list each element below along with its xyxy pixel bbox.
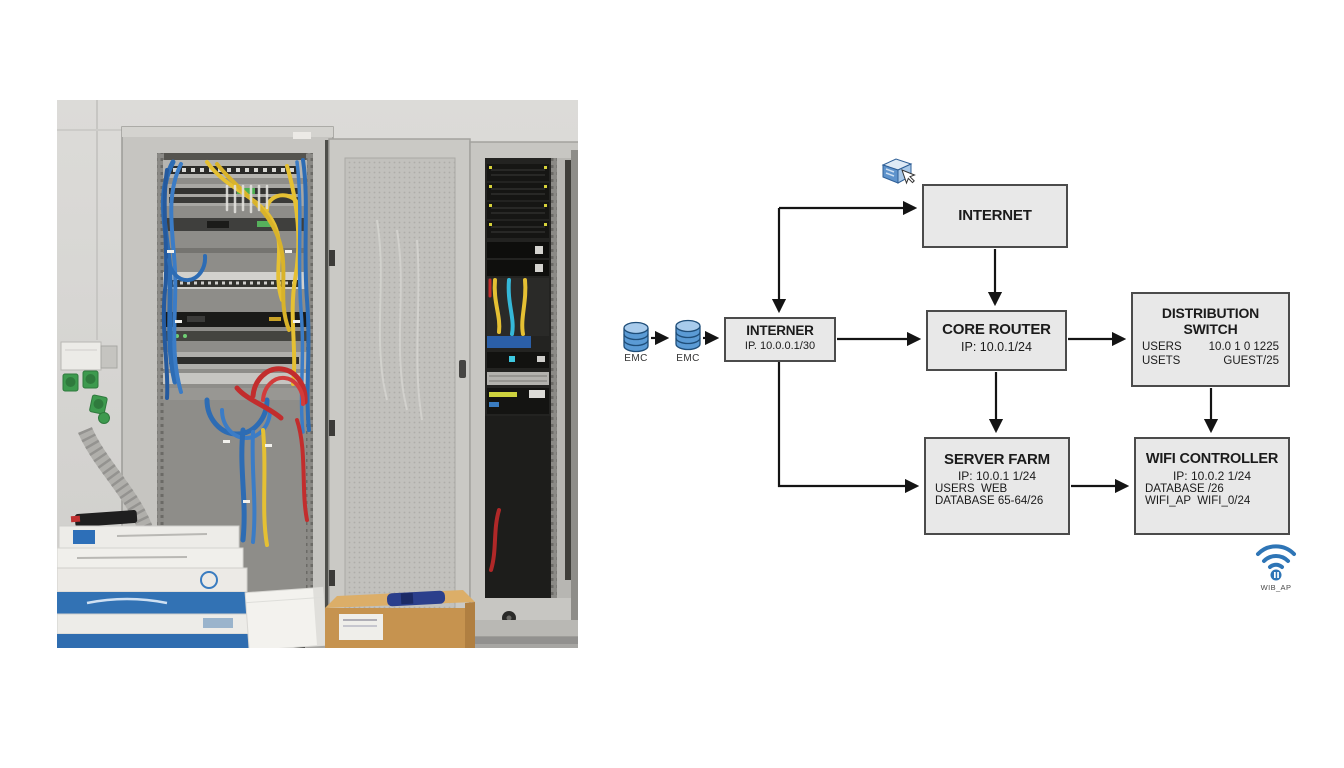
node-core-router-ip: IP: 10.0.1/24 bbox=[961, 340, 1032, 355]
node-internet: INTERNET bbox=[922, 184, 1068, 248]
dist-switch-row1: USERS 10.0 1 0 1225 bbox=[1133, 341, 1288, 353]
node-internet-title: INTERNET bbox=[958, 207, 1032, 225]
servers bbox=[487, 164, 549, 276]
node-interner-title: INTERNER bbox=[746, 323, 814, 338]
rack-room-photo bbox=[57, 100, 578, 648]
node-distribution-switch-title: DISTRIBUTION SWITCH bbox=[1161, 305, 1260, 338]
emc1-label: EMC bbox=[624, 353, 648, 364]
node-interner-ip: IP. 10.0.0.1/30 bbox=[744, 339, 816, 352]
emc2-label: EMC bbox=[676, 353, 700, 364]
wifi-controller-row2: WIFI_AP WIFI_0/24 bbox=[1145, 494, 1251, 507]
stacked-boxes bbox=[57, 510, 250, 648]
cardboard-box bbox=[325, 590, 475, 648]
dist-switch-row2-label: USETS bbox=[1142, 355, 1181, 368]
dist-switch-row1-label: USERS bbox=[1142, 341, 1182, 354]
right-cabinet-cables bbox=[488, 278, 528, 336]
right-cabinet bbox=[469, 141, 578, 637]
mesh-door bbox=[325, 138, 471, 638]
rack-equipment bbox=[163, 160, 307, 400]
node-server-farm-ip: IP: 10.0.1 1/24 bbox=[957, 469, 1037, 484]
rack-photo-art bbox=[57, 100, 578, 648]
node-wifi-controller-ip: IP: 10.0.2 1/24 bbox=[1172, 468, 1252, 483]
node-core-router: CORE ROUTER IP: 10.0.1/24 bbox=[926, 310, 1067, 371]
wall-outlets bbox=[60, 341, 118, 424]
node-wifi-controller-title: WIFI CONTROLLER bbox=[1145, 451, 1279, 467]
wifi-ap-label: WIB_AP bbox=[1260, 583, 1292, 592]
server-farm-row1: USERS WEB bbox=[935, 483, 1008, 496]
wifi-controller-row1: DATABASE /26 bbox=[1145, 482, 1224, 495]
server-farm-row2: DATABASE 65-64/26 bbox=[935, 495, 1044, 508]
wifi-icon bbox=[1256, 544, 1296, 581]
node-core-router-title: CORE ROUTER bbox=[942, 321, 1051, 338]
dist-switch-row1-value: 10.0 1 0 1225 bbox=[1208, 341, 1279, 354]
white-box bbox=[244, 586, 328, 648]
node-server-farm-title: SERVER FARM bbox=[944, 451, 1050, 468]
node-interner: INTERNER IP. 10.0.0.1/30 bbox=[724, 317, 836, 362]
dist-switch-row2: USETS GUEST/25 bbox=[1133, 355, 1288, 367]
node-distribution-switch: DISTRIBUTION SWITCH USERS 10.0 1 0 1225 … bbox=[1131, 292, 1290, 387]
dist-switch-row2-value: GUEST/25 bbox=[1223, 355, 1279, 368]
node-wifi-controller: WIFI CONTROLLER IP: 10.0.2 1/24 DATABASE… bbox=[1134, 437, 1290, 535]
cable-bundles bbox=[160, 158, 311, 547]
node-server-farm: SERVER FARM IP: 10.0.1 1/24 USERS WEB DA… bbox=[924, 437, 1070, 535]
database-icon bbox=[675, 319, 701, 351]
device-cursor-icon bbox=[881, 158, 916, 185]
database-icon bbox=[623, 321, 649, 353]
